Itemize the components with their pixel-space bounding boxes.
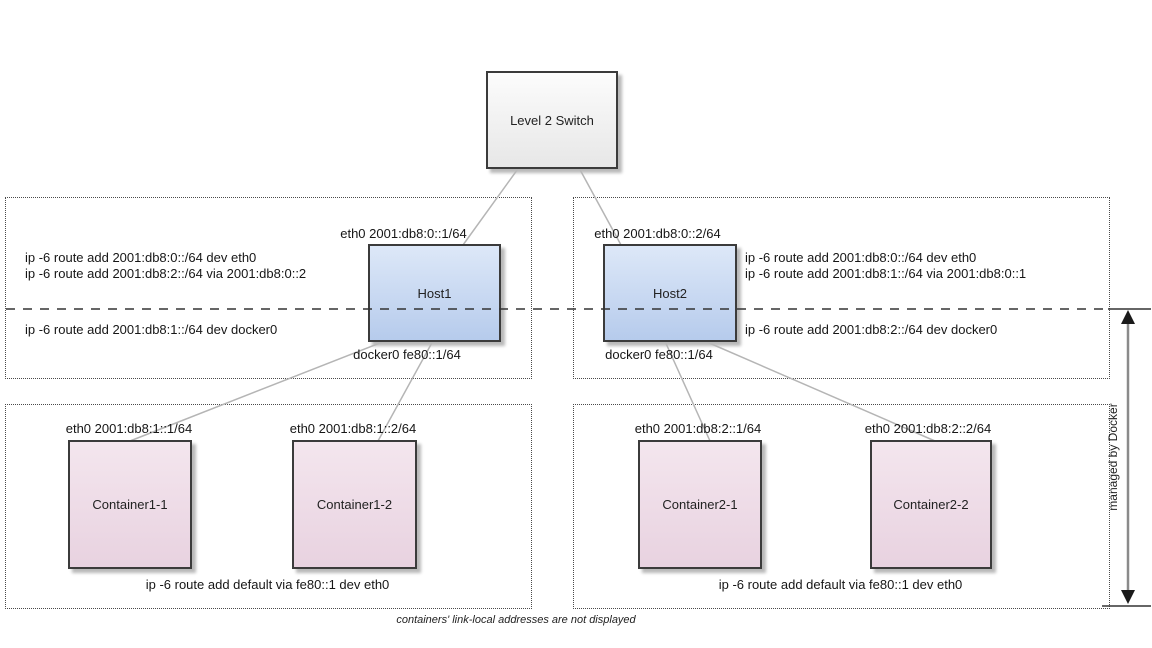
host2-eth-routes: ip -6 route add 2001:db8:0::/64 dev eth0… — [745, 250, 1026, 281]
containers1-default-route: ip -6 route add default via fe80::1 dev … — [145, 577, 390, 592]
host2-boundary — [573, 197, 1110, 379]
host2-node: Host2 — [603, 244, 737, 342]
managed-by-docker-label: managed by Docker — [1106, 403, 1120, 511]
link-host1-container1-1 — [129, 338, 391, 442]
host1-eth-route-1: ip -6 route add 2001:db8:0::/64 dev eth0 — [25, 250, 257, 265]
switch-node: Level 2 Switch — [486, 71, 618, 169]
host1-docker0-route: ip -6 route add 2001:db8:1::/64 dev dock… — [25, 322, 278, 337]
link-host1-container1-2 — [377, 338, 435, 442]
host2-eth0-label: eth0 2001:db8:0::2/64 — [594, 226, 721, 241]
host1-eth0-label: eth0 2001:db8:0::1/64 — [340, 226, 467, 241]
container1-2-eth0-label: eth0 2001:db8:1::2/64 — [289, 421, 417, 436]
link-switch-host2 — [577, 165, 622, 246]
host2-label: Host2 — [653, 285, 687, 301]
container1-1-node: Container1-1 — [68, 440, 192, 569]
host1-eth-route-2: ip -6 route add 2001:db8:2::/64 via 2001… — [25, 265, 307, 281]
host1-eth-routes: ip -6 route add 2001:db8:0::/64 dev eth0… — [25, 250, 306, 281]
container1-1-eth0-label: eth0 2001:db8:1::1/64 — [65, 421, 193, 436]
host1-boundary — [5, 197, 532, 379]
host2-docker0-label: docker0 fe80::1/64 — [605, 347, 713, 362]
host2-eth-route-1: ip -6 route add 2001:db8:0::/64 dev eth0 — [745, 250, 977, 265]
switch-label: Level 2 Switch — [510, 112, 594, 128]
link-host2-container2-2 — [699, 338, 936, 442]
host2-eth-route-2: ip -6 route add 2001:db8:1::/64 via 2001… — [745, 265, 1027, 281]
caption: containers' link-local addresses are not… — [396, 614, 636, 626]
container2-2-node: Container2-2 — [870, 440, 992, 569]
host2-docker0-route: ip -6 route add 2001:db8:2::/64 dev dock… — [745, 322, 998, 337]
link-host2-container2-1 — [663, 338, 711, 442]
container2-1-label: Container2-1 — [662, 497, 738, 512]
container2-1-eth0-label: eth0 2001:db8:2::1/64 — [634, 421, 762, 436]
container2-1-node: Container2-1 — [638, 440, 762, 569]
host1-label: Host1 — [417, 285, 452, 301]
containers2-default-route: ip -6 route add default via fe80::1 dev … — [718, 577, 963, 592]
arrow-down-icon — [1121, 590, 1135, 604]
container1-2-label: Container1-2 — [316, 497, 393, 512]
container1-2-node: Container1-2 — [292, 440, 417, 569]
arrow-up-icon — [1121, 310, 1135, 324]
host1-docker0-label: docker0 fe80::1/64 — [353, 347, 461, 362]
containers2-boundary — [573, 404, 1110, 609]
link-switch-host1 — [462, 165, 521, 246]
host1-node: Host1 — [368, 244, 501, 342]
container1-1-label: Container1-1 — [92, 497, 168, 512]
container2-2-label: Container2-2 — [893, 497, 969, 512]
containers1-boundary — [5, 404, 532, 609]
container2-2-eth0-label: eth0 2001:db8:2::2/64 — [864, 421, 992, 436]
